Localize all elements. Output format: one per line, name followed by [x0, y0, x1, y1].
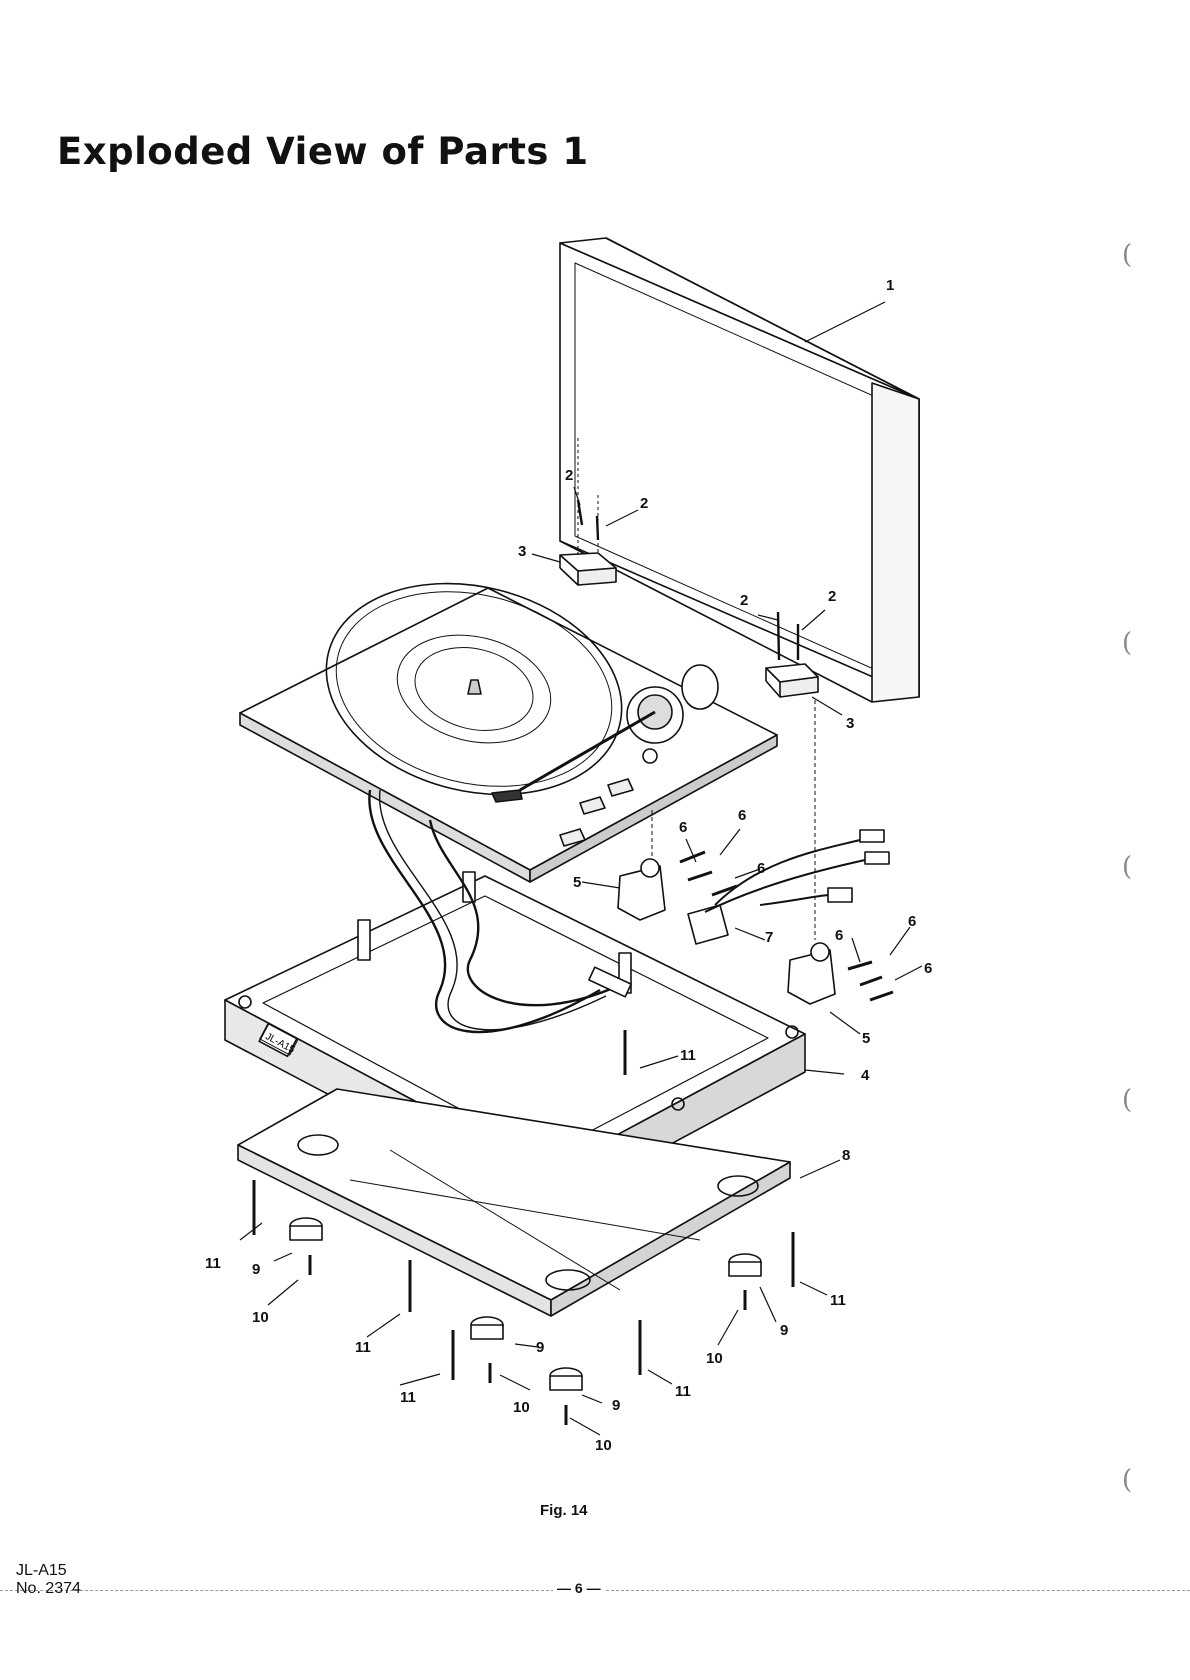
callout-2: 2	[565, 467, 573, 484]
callout-6: 6	[908, 913, 916, 930]
scan-mark: (	[1122, 1465, 1132, 1495]
callout-11: 11	[830, 1292, 846, 1309]
callout-3: 3	[518, 543, 526, 560]
hinge-bracket-left	[560, 438, 616, 585]
figure-caption: Fig. 14	[540, 1502, 588, 1519]
model-number: JL-A15	[16, 1562, 81, 1580]
scan-mark: (	[1122, 852, 1132, 882]
callout-2: 2	[640, 495, 648, 512]
callout-10: 10	[513, 1399, 530, 1416]
callout-8: 8	[842, 1147, 850, 1164]
scan-mark: (	[1122, 628, 1132, 658]
callout-9: 9	[252, 1261, 260, 1278]
callout-11: 11	[400, 1389, 416, 1406]
callout-10: 10	[252, 1309, 269, 1326]
top-plate	[240, 554, 777, 882]
callout-1: 1	[886, 277, 894, 294]
callout-5: 5	[862, 1030, 870, 1047]
callout-10: 10	[595, 1437, 612, 1454]
scan-mark: (	[1122, 240, 1132, 270]
callout-11: 11	[205, 1255, 221, 1272]
document-number: No. 2374	[16, 1580, 81, 1598]
callout-6: 6	[738, 807, 746, 824]
callout-2: 2	[828, 588, 836, 605]
callout-11: 11	[675, 1383, 691, 1400]
callout-11: 11	[680, 1047, 696, 1064]
callout-6: 6	[924, 960, 932, 977]
scan-mark: (	[1122, 1085, 1132, 1115]
callout-7: 7	[765, 929, 773, 946]
callout-4: 4	[861, 1067, 870, 1084]
callout-2: 2	[740, 592, 748, 609]
callout-6: 6	[835, 927, 843, 944]
callout-10: 10	[706, 1350, 723, 1367]
callout-11: 11	[355, 1339, 371, 1356]
callout-3: 3	[846, 715, 854, 732]
dust-cover	[560, 238, 919, 702]
callout-9: 9	[536, 1339, 544, 1356]
callout-5: 5	[573, 874, 581, 891]
callout-9: 9	[780, 1322, 788, 1339]
callout-6: 6	[679, 819, 687, 836]
callout-6: 6	[757, 860, 765, 877]
page-number: — 6 —	[553, 1580, 605, 1596]
callout-9: 9	[612, 1397, 620, 1414]
document-id: JL-A15 No. 2374	[16, 1562, 81, 1598]
